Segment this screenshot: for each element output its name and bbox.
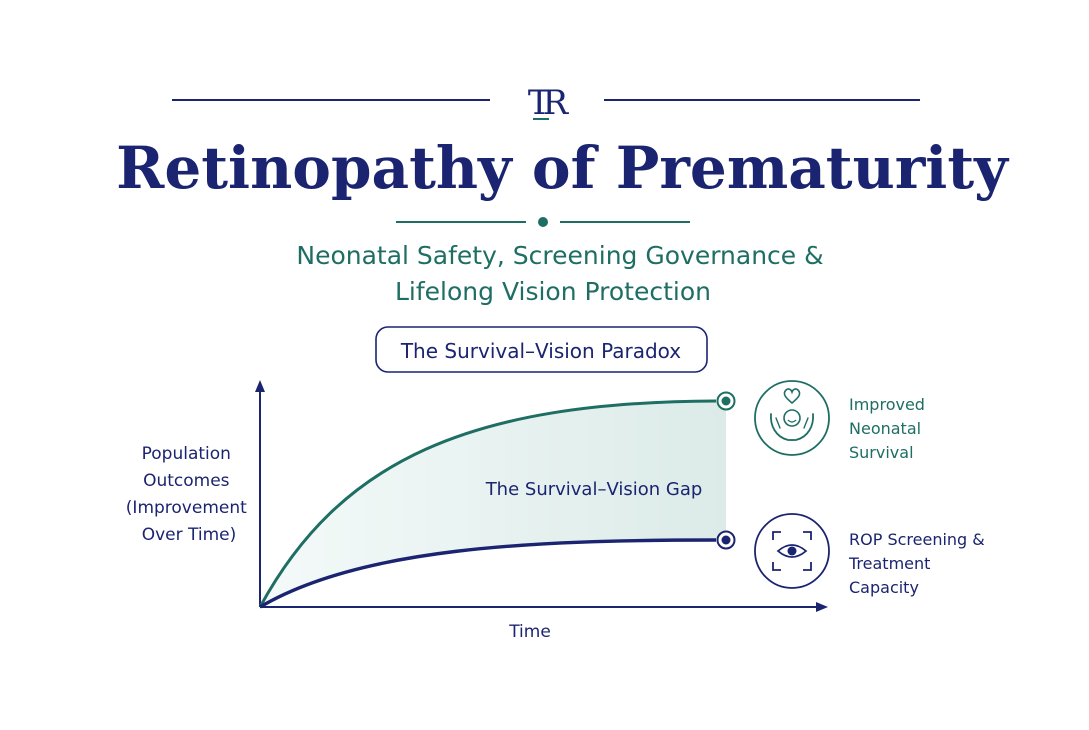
survival-vision-gap-area [260, 401, 726, 607]
screening-curve-end-dot [721, 535, 731, 545]
logo-monogram: TR [528, 83, 578, 123]
x-axis-arrow-icon [816, 602, 828, 612]
eye-scan-icon [754, 513, 830, 589]
paradox-badge [375, 326, 708, 373]
screening-label-line: Treatment [848, 554, 930, 573]
paradox-badge-label: The Survival–Vision Paradox [400, 339, 681, 363]
y-axis-arrow-icon [255, 380, 265, 392]
subtitle-line-1: Neonatal Safety, Screening Governance & [296, 241, 823, 270]
logo-text: TR [528, 83, 570, 123]
survival-curve-label: Improved Neonatal Survival [849, 395, 930, 462]
screening-label-line: ROP Screening & [849, 530, 985, 549]
y-axis-label-line: Outcomes [143, 471, 230, 491]
y-axis-label-line: Population [142, 444, 231, 464]
y-axis-label-line: Over Time) [142, 525, 237, 545]
screening-curve [259, 538, 717, 609]
x-axis-label: Time [508, 622, 551, 642]
survival-label-line: Neonatal [849, 419, 921, 438]
subtitle-line-2: Lifelong Vision Protection [395, 277, 711, 306]
screening-label-line: Capacity [849, 578, 919, 597]
survival-label-line: Improved [849, 395, 925, 414]
survival-curve-end-dot [721, 396, 731, 406]
title-divider-dot [538, 217, 548, 227]
y-axis-label-line: (Improvement [126, 498, 247, 518]
y-axis-label: Population Outcomes (Improvement Over Ti… [126, 444, 252, 545]
gap-label: The Survival–Vision Gap [485, 479, 703, 500]
page-title: Retinopathy of Prematurity [116, 134, 1010, 202]
baby-in-hands-icon [754, 380, 830, 456]
survival-curve [258, 399, 717, 608]
survival-label-line: Survival [849, 443, 914, 462]
screening-curve-label: ROP Screening & Treatment Capacity [848, 530, 990, 597]
